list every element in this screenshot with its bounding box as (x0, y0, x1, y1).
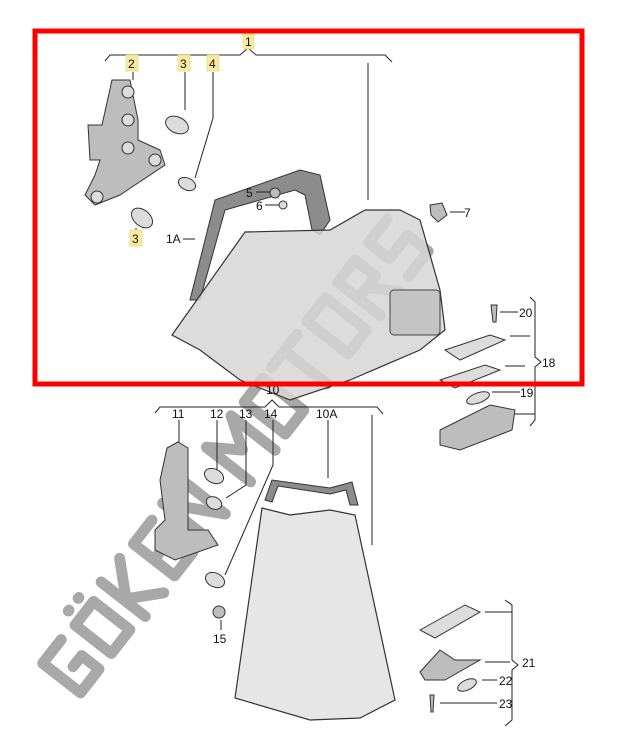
bulb-holder-2 (84, 79, 166, 206)
callout-6: 6 (256, 199, 263, 213)
callout-14: 14 (264, 407, 278, 421)
taillight-lower (234, 507, 396, 721)
callout-20: 20 (519, 306, 533, 320)
callout-21: 21 (522, 656, 536, 670)
callout-19: 19 (520, 386, 534, 400)
nut-15 (212, 605, 226, 630)
callout-3a: 3 (180, 57, 187, 71)
lens-panel (389, 289, 441, 336)
callout-22: 22 (499, 674, 513, 688)
callout-7: 7 (464, 206, 471, 220)
callout-12: 12 (210, 407, 224, 421)
seal-10a (264, 479, 359, 506)
callout-2: 2 (128, 57, 135, 71)
bulbs-3-4 (130, 72, 214, 234)
callout-1a: 1A (166, 232, 181, 246)
callout-15: 15 (213, 632, 227, 646)
license-lamp-18 (438, 296, 542, 451)
nut-washer-5-6 (256, 187, 288, 210)
screw-7 (429, 202, 465, 223)
callout-13: 13 (239, 407, 253, 421)
callout-10a: 10A (316, 407, 337, 421)
assembly-1-bracket (104, 47, 393, 200)
callout-1: 1 (245, 35, 252, 49)
callout-4: 4 (209, 57, 216, 71)
callout-23: 23 (499, 697, 513, 711)
callout-18: 18 (542, 356, 556, 370)
license-lamp-21 (418, 599, 519, 727)
callout-11: 11 (172, 407, 185, 421)
callout-5: 5 (246, 186, 253, 200)
bulb-holder-11 (154, 420, 274, 589)
highlight-frame (32, 28, 585, 387)
assembly-10-bracket (154, 399, 384, 545)
callout-3b: 3 (132, 232, 139, 246)
upper-callouts: 1 2 3 4 3 1A 5 6 7 20 18 19 (125, 33, 556, 400)
